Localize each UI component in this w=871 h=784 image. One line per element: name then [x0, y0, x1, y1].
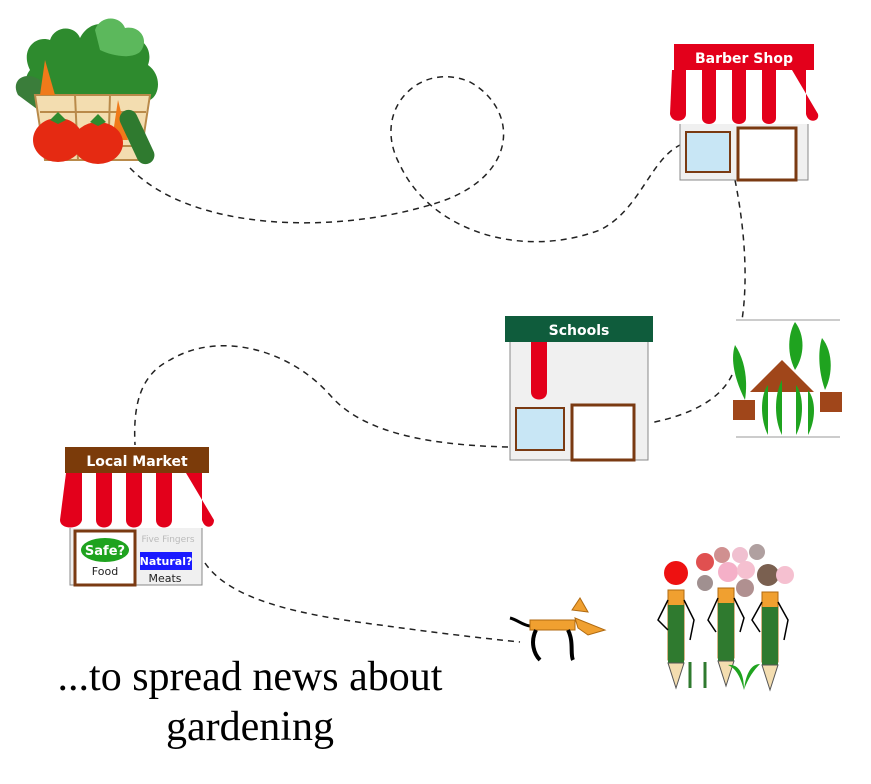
barber-shop: Barber Shop — [670, 44, 819, 182]
safe-label: Safe? — [85, 544, 125, 559]
greenhouse-plants-icon — [733, 319, 842, 438]
caption: ...to spread news about gardening — [0, 652, 500, 752]
schools-sign: Schools — [549, 323, 610, 339]
local-market-sign: Local Market — [86, 454, 188, 470]
natural-badge — [140, 552, 192, 570]
journey-path-market-dog — [204, 562, 521, 643]
caption-line-2: gardening — [166, 704, 334, 750]
safe-badge — [81, 538, 129, 562]
meats-label: Meats — [148, 572, 181, 585]
barber-awning — [670, 70, 819, 124]
journey-path-school-market — [133, 345, 509, 448]
vegetable-basket-icon — [15, 18, 159, 165]
schools-building: Schools — [505, 316, 653, 462]
journey-path-greenhouse-school — [649, 374, 733, 424]
natural-label: Natural? — [140, 555, 193, 568]
five-fingers-label: Five Fingers — [141, 535, 194, 545]
journey-path-barber-greenhouse — [734, 179, 746, 321]
barber-shop-sign: Barber Shop — [695, 51, 793, 67]
pencil-dog-icon — [509, 597, 607, 662]
food-label: Food — [92, 565, 118, 578]
journey-path — [129, 76, 681, 243]
local-market: Local Market Safe? Food Five Fingers Nat… — [60, 447, 214, 587]
market-awning — [60, 473, 214, 528]
caption-line-1: ...to spread news about — [57, 654, 443, 700]
pencil-people-icon — [657, 544, 794, 692]
